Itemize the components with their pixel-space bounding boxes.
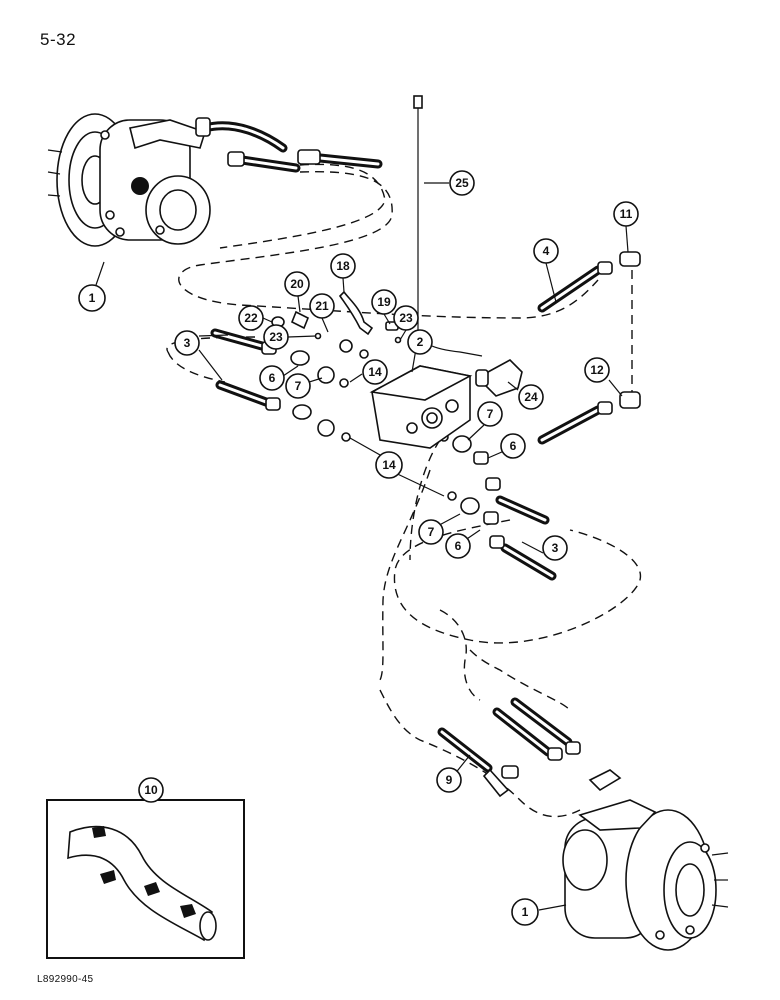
svg-text:7: 7 (295, 379, 302, 393)
svg-text:11: 11 (620, 207, 633, 221)
svg-text:14: 14 (382, 458, 396, 472)
valve-block (369, 365, 473, 449)
routing-dashed-lines (166, 163, 642, 818)
callout-4: 4 (533, 238, 559, 264)
svg-text:2: 2 (417, 335, 424, 349)
svg-text:7: 7 (487, 407, 494, 421)
svg-text:6: 6 (269, 371, 276, 385)
svg-text:9: 9 (446, 773, 453, 787)
callout-20: 20 (284, 271, 310, 297)
callout-24: 24 (518, 384, 544, 410)
svg-text:7: 7 (428, 525, 435, 539)
svg-text:1: 1 (522, 905, 529, 919)
callout-25: 25 (449, 170, 475, 196)
svg-text:10: 10 (144, 783, 158, 797)
svg-text:18: 18 (336, 259, 350, 273)
svg-text:21: 21 (315, 299, 329, 313)
svg-text:3: 3 (184, 336, 191, 350)
callout-6-right-upper: 6 (500, 433, 526, 459)
callout-18: 18 (330, 253, 356, 279)
callout-2: 2 (407, 329, 433, 355)
svg-text:4: 4 (543, 244, 550, 258)
callout-3-right: 3 (542, 535, 568, 561)
page-number: 5-32 (40, 30, 77, 49)
callout-1-upper: 1 (78, 284, 106, 312)
svg-text:12: 12 (590, 363, 604, 377)
callout-22: 22 (238, 305, 264, 331)
wheel-motor-lower-right (562, 799, 729, 951)
svg-text:23: 23 (269, 330, 283, 344)
svg-text:6: 6 (455, 539, 462, 553)
callout-7-right-lower: 7 (418, 519, 444, 545)
svg-text:3: 3 (552, 541, 559, 555)
fittings (195, 117, 641, 798)
figure-code: L892990-45 (37, 974, 94, 985)
svg-text:14: 14 (368, 365, 382, 379)
svg-text:22: 22 (244, 311, 258, 325)
svg-text:1: 1 (89, 291, 96, 305)
callout-3-left: 3 (174, 330, 200, 356)
callout-7-left: 7 (285, 373, 311, 399)
callout-11: 11 (613, 201, 639, 227)
callout-14-lower: 14 (375, 451, 403, 479)
callout-23-right: 23 (393, 305, 419, 331)
callout-12: 12 (584, 357, 610, 383)
svg-text:25: 25 (455, 176, 469, 190)
svg-text:6: 6 (510, 439, 517, 453)
callout-6-right-lower: 6 (445, 533, 471, 559)
solenoid-switch (475, 359, 523, 397)
inset-hose-sleeve (46, 799, 245, 959)
hoses (200, 121, 603, 773)
callout-10: 10 (138, 777, 164, 803)
svg-text:23: 23 (399, 311, 413, 325)
callout-6-left: 6 (259, 365, 285, 391)
callout-7-right-upper: 7 (477, 401, 503, 427)
callout-14-upper: 14 (362, 359, 388, 385)
svg-text:20: 20 (290, 277, 304, 291)
callout-9: 9 (436, 767, 462, 793)
callout-1-lower: 1 (511, 898, 539, 926)
callout-23-left: 23 (263, 324, 289, 350)
svg-text:19: 19 (377, 295, 391, 309)
callout-21: 21 (309, 293, 335, 319)
svg-text:24: 24 (524, 390, 538, 404)
wheel-motor-upper-left (47, 113, 211, 247)
callout-19: 19 (371, 289, 397, 315)
